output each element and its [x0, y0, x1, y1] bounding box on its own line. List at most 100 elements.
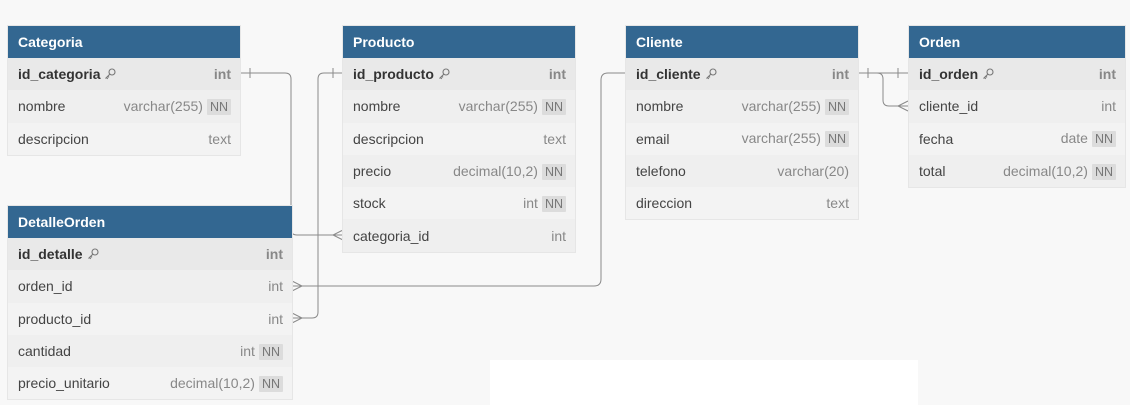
field-type-label: int: [1098, 66, 1116, 83]
not-null-badge: NN: [1091, 131, 1116, 148]
field-type: int: [429, 228, 566, 244]
field-row-producto-descripcion[interactable]: descripcion text: [343, 122, 575, 155]
field-row-orden-id_orden[interactable]: id_orden int: [909, 58, 1125, 91]
table-header-cliente[interactable]: Cliente: [626, 26, 858, 58]
field-name: nombre: [18, 98, 66, 115]
primary-key-icon: [438, 68, 450, 80]
field-name: telefono: [636, 163, 686, 180]
field-type: varchar(255)NN: [400, 98, 566, 115]
field-name: cantidad: [18, 343, 71, 360]
field-row-detalleorden-id_detalle[interactable]: id_detalle int: [8, 238, 292, 271]
field-row-producto-id_producto[interactable]: id_producto int: [343, 58, 575, 91]
field-type-label: varchar(255): [741, 97, 821, 114]
field-type: varchar(255)NN: [65, 98, 231, 115]
field-name: categoria_id: [353, 227, 430, 244]
field-type: decimal(10,2)NN: [110, 375, 283, 392]
field-name: id_detalle: [18, 246, 83, 263]
field-type-label: decimal(10,2): [170, 374, 255, 391]
table-header-producto[interactable]: Producto: [343, 26, 575, 58]
field-type-label: date: [1060, 130, 1088, 147]
not-null-badge: NN: [258, 375, 283, 392]
relation-cliente-orden[interactable]: [858, 68, 909, 112]
not-null-badge: NN: [824, 98, 849, 115]
field-row-categoria-id_categoria[interactable]: id_categoria int: [8, 58, 240, 91]
field-type-label: int: [265, 246, 283, 263]
field-name: precio: [353, 163, 392, 180]
field-type-label: varchar(255): [741, 130, 821, 147]
field-type-label: text: [543, 130, 566, 147]
field-name: fecha: [919, 130, 954, 147]
field-name: id_cliente: [636, 66, 701, 83]
field-name: direccion: [636, 195, 693, 212]
field-type-label: int: [831, 66, 849, 83]
field-type: varchar(255)NN: [669, 130, 849, 148]
field-type: text: [424, 131, 566, 147]
field-row-cliente-telefono[interactable]: telefono varchar(20): [626, 155, 858, 187]
field-name: precio_unitario: [18, 375, 110, 392]
field-type: text: [692, 195, 849, 211]
table-header-categoria[interactable]: Categoria: [8, 26, 240, 58]
table-header-detalleorden[interactable]: DetalleOrden: [8, 206, 292, 238]
field-type-label: int: [213, 66, 231, 83]
field-type: varchar(20): [686, 163, 849, 179]
not-null-badge: NN: [1091, 163, 1116, 180]
field-type: varchar(255)NN: [683, 98, 849, 115]
field-type: int: [450, 66, 566, 82]
field-type-label: int: [523, 194, 538, 211]
relation-producto-detalleorden[interactable]: [291, 68, 343, 324]
field-type-label: varchar(20): [777, 163, 849, 180]
field-type-label: int: [240, 342, 255, 359]
field-name: email: [636, 130, 670, 147]
field-type-label: int: [268, 278, 283, 295]
field-type-label: varchar(255): [458, 97, 538, 114]
field-name: id_orden: [919, 66, 979, 83]
primary-key-icon: [705, 68, 717, 80]
field-name: producto_id: [18, 310, 92, 327]
field-type: int: [978, 98, 1116, 114]
table-header-orden[interactable]: Orden: [909, 26, 1125, 58]
blank-panel: [490, 360, 918, 405]
field-row-cliente-id_cliente[interactable]: id_cliente int: [626, 58, 858, 91]
field-name: orden_id: [18, 278, 73, 295]
field-type: decimal(10,2)NN: [391, 163, 566, 180]
field-type: int: [99, 246, 283, 262]
not-null-badge: NN: [541, 163, 566, 180]
field-type: text: [89, 131, 231, 147]
field-type-label: decimal(10,2): [1003, 162, 1088, 179]
field-type-label: decimal(10,2): [453, 162, 538, 179]
field-type-label: int: [548, 66, 566, 83]
field-name: id_producto: [353, 66, 434, 83]
field-type: int: [994, 66, 1116, 82]
field-name: stock: [353, 195, 386, 212]
field-name: cliente_id: [919, 98, 979, 115]
primary-key-icon: [87, 248, 99, 260]
field-row-detalleorden-orden_id[interactable]: orden_id int: [8, 270, 292, 302]
field-name: id_categoria: [18, 66, 101, 83]
field-type: decimal(10,2)NN: [945, 163, 1116, 180]
field-name: descripcion: [353, 130, 424, 147]
field-type-label: text: [208, 130, 231, 147]
not-null-badge: NN: [541, 195, 566, 212]
